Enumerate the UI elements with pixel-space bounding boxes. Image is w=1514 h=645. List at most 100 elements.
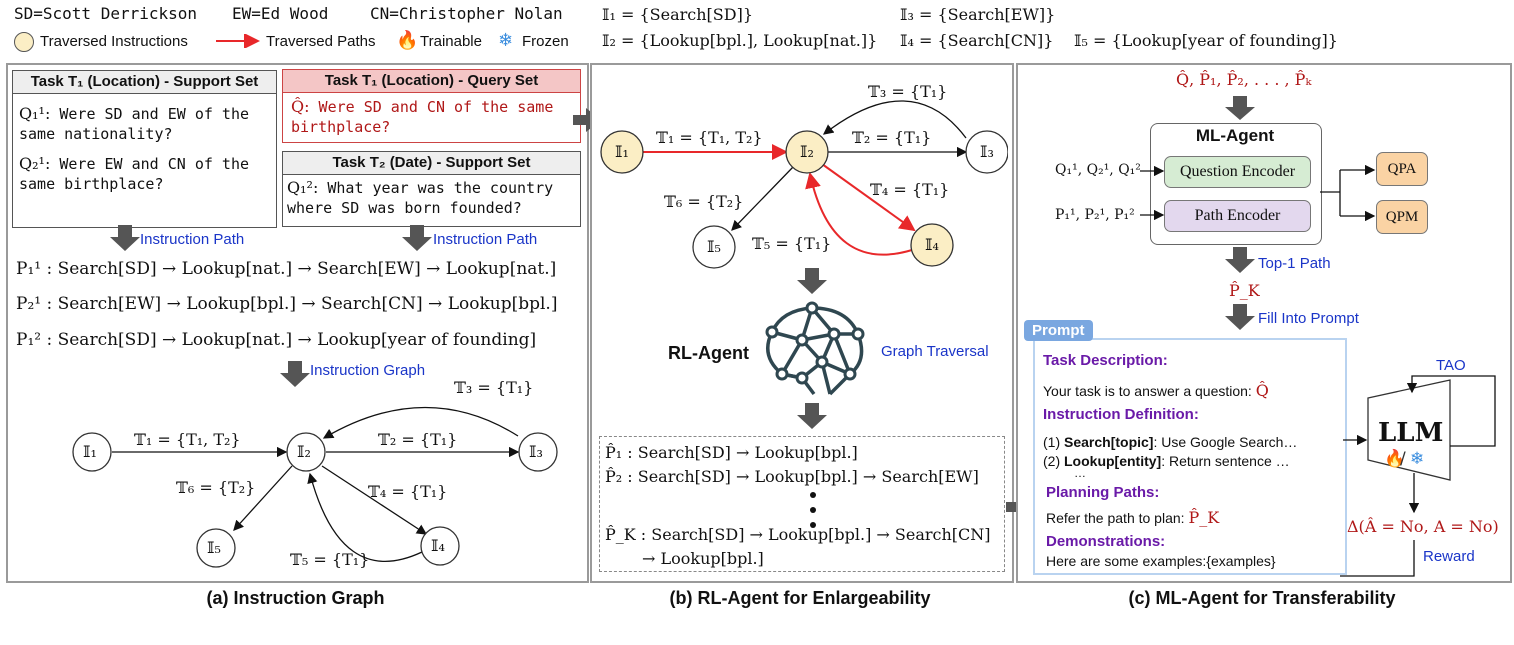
instruction-path-label-1: Instruction Path: [140, 231, 245, 248]
i4-definition: 𝕀₄ = {Search[CN]}: [900, 31, 1054, 50]
fire-icon: 🔥: [396, 30, 419, 51]
graph-b-edge-t5: 𝕋₅ = {T₁}: [752, 234, 832, 253]
ml-agent-title: ML-Agent: [1195, 126, 1275, 145]
qpa-module: QPA: [1376, 152, 1428, 186]
traversed-instruction-legend-icon: [14, 32, 34, 52]
right-arrow-icon: [573, 108, 601, 132]
graph-a-node-i2: 𝕀₂: [297, 442, 311, 461]
planning-paths-heading: Planning Paths:: [1046, 484, 1160, 501]
instr1-text: : Use Google Search…: [1153, 434, 1298, 450]
graph-b-edge-t1: 𝕋₁ = {T₁, T₂}: [656, 128, 763, 147]
question-q2: Q₂¹: Were EW and CN of the same birthpla…: [13, 144, 276, 194]
task-description-heading: Task Description:: [1043, 352, 1168, 369]
tao-label: TAO: [1436, 357, 1466, 374]
graph-a-edge-t2: 𝕋₂ = {T₁}: [378, 430, 458, 449]
graph-a-edge-t1: 𝕋₁ = {T₁, T₂}: [134, 430, 241, 449]
prompt-box: [1033, 338, 1347, 575]
instruction-path-label-2: Instruction Path: [433, 231, 538, 248]
query-set-title: Task T₁ (Location) - Query Set: [283, 70, 580, 93]
legend-abbrev-cn: CN=Christopher Nolan: [370, 4, 563, 23]
reward-label: Reward: [1423, 548, 1475, 565]
top1-path-label: Top-1 Path: [1258, 255, 1331, 272]
q2-text: Were EW and CN of the same birthplace?: [19, 155, 250, 193]
llm-label: LLM: [1378, 418, 1444, 448]
inputs-text: Q̂, P̂₁, P̂₂, . . . , P̂ₖ: [1176, 70, 1312, 89]
instr2-text: : Return sentence …: [1161, 453, 1290, 469]
down-arrow-icon: [280, 361, 310, 387]
caption-b: (b) RL-Agent for Enlargeability: [669, 588, 931, 608]
graph-a-node-i5: 𝕀₅: [207, 538, 221, 557]
sampled-path-k-cont: → Lookup[bpl.]: [642, 549, 764, 568]
graph-b-node-i4: 𝕀₄: [925, 235, 939, 254]
down-arrow-icon: [797, 268, 827, 294]
q3-text: What year was the country where SD was b…: [287, 179, 554, 217]
llm-feedback-diagram: [1340, 375, 1496, 577]
qpm-module: QPM: [1376, 200, 1428, 234]
instruction-def-more: …: [1074, 466, 1086, 480]
vertical-ellipsis-icon: [810, 492, 816, 528]
graph-b-edge-t6: 𝕋₆ = {T₂}: [664, 192, 744, 211]
path-encoder: Path Encoder: [1164, 200, 1311, 232]
graph-b-edge-t2: 𝕋₂ = {T₁}: [852, 128, 932, 147]
instr2-name: Lookup[entity]: [1064, 453, 1162, 469]
legend-traversed-paths: Traversed Paths: [266, 33, 376, 50]
sampled-path-1: P̂₁ : Search[SD] → Lookup[bpl.]: [605, 443, 858, 462]
planning-paths: Refer the path to plan: P̂_K: [1046, 508, 1219, 527]
graph-a-edge-t6: 𝕋₆ = {T₂}: [176, 478, 256, 497]
encoder-connectors: [1140, 164, 1376, 222]
legend-abbrev-ew: EW=Ed Wood: [232, 4, 329, 23]
task-description-text: Your task is to answer a question:: [1043, 383, 1256, 399]
demonstrations: Here are some examples:{examples}: [1046, 553, 1276, 569]
path-p2: P₂¹ : Search[EW] → Lookup[bpl.] → Search…: [16, 294, 558, 314]
legend-frozen: Frozen: [522, 33, 569, 50]
path-p1: P₁¹ : Search[SD] → Lookup[nat.] → Search…: [16, 259, 557, 279]
legend-abbrev-sd: SD=Scott Derrickson: [14, 4, 198, 23]
support-set-t2-title: Task T₂ (Date) - Support Set: [283, 152, 580, 175]
sampled-path-k: P̂_K : Search[SD] → Lookup[bpl.] → Searc…: [605, 525, 991, 544]
selected-path-pk: P̂_K: [1229, 281, 1260, 300]
planning-text: Refer the path to plan:: [1046, 510, 1189, 526]
snowflake-icon: ❄: [1410, 449, 1425, 469]
question-inputs: Q₁¹, Q₂¹, Q₁²: [1055, 162, 1141, 178]
question-encoder: Question Encoder: [1164, 156, 1311, 188]
graph-a-edge-t4: 𝕋₄ = {T₁}: [368, 482, 448, 501]
fill-into-prompt-label: Fill Into Prompt: [1258, 310, 1359, 327]
instruction-def-2: (2) Lookup[entity]: Return sentence …: [1043, 453, 1290, 469]
caption-c: (c) ML-Agent for Transferability: [1128, 588, 1396, 608]
graph-a-edge-t5: 𝕋₅ = {T₁}: [290, 550, 370, 569]
sampled-path-2: P̂₂ : Search[SD] → Lookup[bpl.] → Search…: [605, 467, 979, 486]
graph-b-edge-t4: 𝕋₄ = {T₁}: [870, 180, 950, 199]
down-arrow-icon: [1225, 96, 1255, 120]
query-set-t1: Task T₁ (Location) - Query Set Q̂: Were …: [282, 69, 581, 143]
down-arrow-icon: [402, 225, 432, 251]
task-description: Your task is to answer a question: Q̂: [1043, 381, 1269, 400]
graph-a-edge-t3: 𝕋₃ = {T₁}: [454, 378, 534, 397]
prompt-tag: Prompt: [1024, 320, 1093, 341]
task-description-q: Q̂: [1255, 381, 1269, 400]
support-set-t2: Task T₂ (Date) - Support Set Q₁²: What y…: [282, 151, 581, 227]
red-arrow-legend-icon: [216, 34, 260, 48]
graph-b-node-i5: 𝕀₅: [707, 237, 721, 256]
graph-a-node-i4: 𝕀₄: [431, 536, 445, 555]
support-set-t1: Task T₁ (Location) - Support Set Q₁¹: We…: [12, 70, 277, 228]
legend-traversed-instructions: Traversed Instructions: [40, 33, 188, 50]
i2-definition: 𝕀₂ = {Lookup[bpl.], Lookup[nat.]}: [602, 31, 878, 50]
support-set-t1-title: Task T₁ (Location) - Support Set: [13, 71, 276, 94]
rl-agent-label: RL-Agent: [668, 343, 749, 363]
q1-label: Q₁¹:: [19, 104, 51, 123]
down-arrow-icon: [1225, 304, 1255, 330]
q3-label: Q₁²:: [287, 178, 319, 197]
planning-pk: P̂_K: [1188, 508, 1220, 527]
graph-a-node-i1: 𝕀₁: [83, 442, 97, 461]
query-text: Were SD and CN of the same birthplace?: [291, 98, 554, 136]
instruction-definition-heading: Instruction Definition:: [1043, 406, 1199, 423]
demonstrations-heading: Demonstrations:: [1046, 533, 1166, 550]
ml-agent-box: [1150, 123, 1322, 245]
path-p3: P₁² : Search[SD] → Lookup[nat.] → Lookup…: [16, 330, 537, 350]
query-question: Q̂: Were SD and CN of the same birthplac…: [283, 93, 580, 137]
instruction-graph-label: Instruction Graph: [310, 362, 426, 379]
down-arrow-icon: [797, 403, 827, 429]
question-q3: Q₁²: What year was the country where SD …: [283, 175, 580, 218]
down-arrow-icon: [110, 225, 140, 251]
instr1-num: (1): [1043, 434, 1064, 450]
